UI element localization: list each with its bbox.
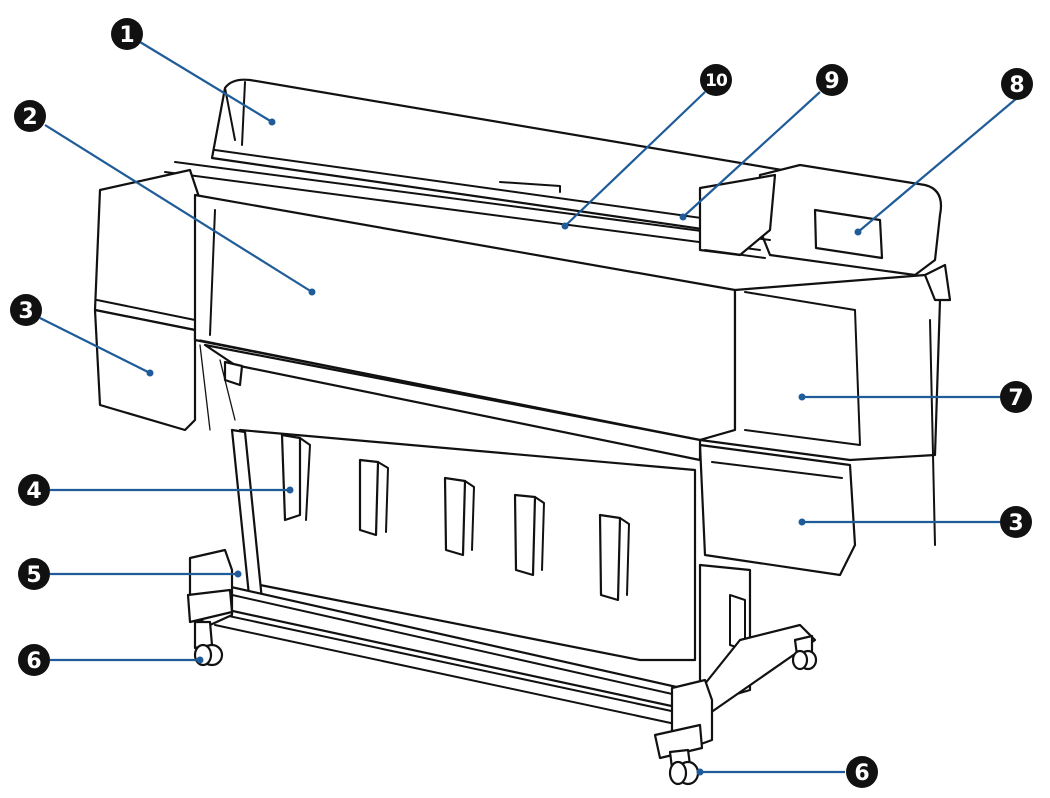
callout-6-left: 6	[18, 644, 50, 676]
control-panel-screen	[813, 208, 884, 260]
svg-text:3: 3	[18, 299, 33, 324]
svg-text:6: 6	[854, 761, 869, 786]
svg-text:6: 6	[26, 649, 41, 674]
leader-1	[139, 41, 273, 123]
callout-1: 1	[111, 18, 143, 50]
leader-8	[857, 97, 1018, 233]
callout-10: 10	[700, 64, 732, 96]
callout-3-right: 3	[1000, 506, 1032, 538]
svg-text:9: 9	[824, 69, 839, 94]
callout-8: 8	[1001, 68, 1033, 100]
callout-2: 2	[14, 100, 46, 132]
callout-3-left: 3	[10, 294, 42, 326]
leader-lines	[39, 41, 1018, 776]
svg-text:8: 8	[1009, 73, 1024, 98]
printer-body	[93, 78, 952, 786]
paper-basket-hooks	[280, 433, 630, 602]
svg-text:3: 3	[1008, 511, 1023, 536]
callout-5: 5	[18, 558, 50, 590]
leader-10	[564, 91, 706, 227]
svg-text:2: 2	[22, 105, 37, 130]
leader-3-left	[39, 317, 151, 374]
svg-text:10: 10	[705, 71, 728, 91]
svg-text:1: 1	[119, 23, 134, 48]
svg-text:4: 4	[26, 479, 41, 504]
callout-4: 4	[18, 474, 50, 506]
callout-7: 7	[1000, 381, 1032, 413]
callout-9: 9	[816, 64, 848, 96]
svg-text:5: 5	[26, 563, 41, 588]
svg-text:7: 7	[1008, 386, 1023, 411]
callout-badges: 1 2 3 4 5 6 7 3	[10, 18, 1033, 788]
callout-6-right: 6	[846, 756, 878, 788]
leader-9	[682, 91, 821, 218]
leader-2	[44, 124, 313, 293]
